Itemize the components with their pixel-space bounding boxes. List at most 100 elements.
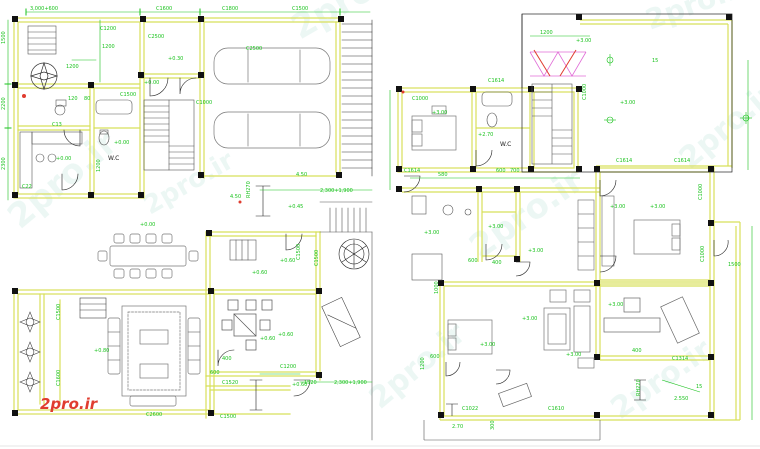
svg-text:+0.30: +0.30 — [168, 56, 183, 62]
svg-text:C1000: C1000 — [700, 246, 706, 262]
left-plan: 3,000+600 C1800 C1600 C1500 1500 2200 23… — [1, 6, 373, 441]
svg-text:C1200: C1200 — [280, 364, 296, 370]
svg-text:+3.00: +3.00 — [424, 230, 439, 236]
dim-text: 3,000+600 — [30, 6, 58, 12]
skylight-diagonals — [533, 49, 577, 77]
svg-text:+3.00: +3.00 — [488, 224, 503, 230]
room-labels-left: W.C — [108, 155, 119, 162]
right-plan: C1000 C1614 +3.00 15 1200 +3.00 C1000 C1… — [389, 13, 753, 441]
axis-markers-left — [22, 94, 242, 204]
svg-text:C1800: C1800 — [222, 6, 238, 12]
svg-text:C1022: C1022 — [462, 406, 478, 412]
svg-text:C1610: C1610 — [548, 406, 564, 412]
svg-text:C1614: C1614 — [616, 158, 632, 164]
bathroom-left — [54, 99, 133, 146]
door-swings-left — [61, 77, 311, 411]
wardrobe — [577, 195, 615, 271]
svg-text:C2600: C2600 — [146, 412, 162, 418]
sofa-set-right — [543, 289, 595, 369]
left-walls — [13, 17, 341, 419]
stairs-right — [531, 83, 573, 165]
dim-text: 2,300+1,900 — [320, 188, 353, 194]
svg-text:C1200: C1200 — [100, 26, 116, 32]
dim-text: 1200 — [96, 159, 102, 172]
svg-text:C13: C13 — [52, 122, 62, 128]
svg-text:+3.00: +3.00 — [480, 342, 495, 348]
dim-text: 1200 — [420, 357, 426, 370]
svg-text:C1600: C1600 — [156, 6, 172, 12]
plant-icon — [19, 297, 107, 393]
svg-text:+0.00: +0.00 — [140, 222, 155, 228]
svg-text:C1000: C1000 — [412, 96, 428, 102]
svg-text:C1500: C1500 — [120, 92, 136, 98]
svg-text:+3.00: +3.00 — [608, 302, 623, 308]
dim-text: 400 — [632, 348, 642, 354]
svg-text:C1000: C1000 — [582, 84, 588, 100]
dimension-ticks-left — [4, 8, 341, 129]
svg-text:2.70: 2.70 — [452, 424, 463, 430]
svg-text:C1600: C1600 — [56, 370, 62, 386]
stairs-left — [143, 99, 195, 171]
brand-logo: 2pro.ir — [40, 395, 98, 413]
svg-text:2.550: 2.550 — [674, 396, 688, 402]
svg-text:+0.60: +0.60 — [292, 382, 307, 388]
entry-steps — [411, 253, 601, 441]
dim-text: 600 — [210, 370, 220, 376]
svg-text:4.50: 4.50 — [230, 194, 241, 200]
door-swings-right — [403, 149, 729, 416]
tree-icon — [338, 238, 370, 270]
room-labels-right: W.C — [500, 141, 511, 148]
svg-text:+0.45: +0.45 — [288, 204, 303, 210]
watermark: 2pro.ir — [0, 123, 125, 237]
svg-text:+3.00: +3.00 — [610, 204, 625, 210]
svg-text:+3.00: +3.00 — [566, 352, 581, 358]
bed-icon — [411, 105, 681, 355]
dim-text: 15 — [696, 384, 702, 390]
svg-text:2300: 2300 — [1, 157, 7, 170]
kitchen-counter — [19, 131, 83, 189]
dim-text: 15 — [652, 58, 658, 64]
svg-text:1200: 1200 — [66, 64, 79, 70]
svg-text:C1500: C1500 — [292, 6, 308, 12]
svg-text:C1500: C1500 — [296, 244, 302, 260]
dining-table — [97, 233, 199, 279]
svg-text:2200: 2200 — [1, 97, 7, 110]
svg-text:+0.00: +0.00 — [144, 80, 159, 86]
svg-text:C1500: C1500 — [314, 250, 320, 266]
living-room-furniture — [107, 305, 201, 407]
dimension-lines-left — [7, 11, 373, 383]
dim-text: 700 — [510, 168, 520, 174]
dim-text: 2,300+1,900 — [334, 380, 367, 386]
svg-text:C1614: C1614 — [674, 158, 690, 164]
svg-text:C22: C22 — [22, 184, 32, 190]
plant-icon — [29, 61, 59, 91]
svg-text:+3.00: +3.00 — [576, 38, 591, 44]
right-columns — [396, 14, 732, 418]
dim-text: 400 — [492, 260, 502, 266]
svg-text:+0.60: +0.60 — [278, 332, 293, 338]
wc-label: W.C — [500, 141, 511, 148]
svg-text:+3.00: +3.00 — [528, 248, 543, 254]
svg-text:C1500: C1500 — [220, 414, 236, 420]
wc-label: W.C — [108, 155, 119, 162]
skylight — [529, 51, 587, 77]
svg-text:1500: 1500 — [1, 31, 7, 44]
lounge-furniture — [498, 296, 700, 408]
dim-text: 120 — [68, 96, 78, 102]
dim-text: 300 — [490, 420, 496, 430]
svg-text:4.50: 4.50 — [296, 172, 307, 178]
svg-text:+3.00: +3.00 — [650, 204, 665, 210]
svg-text:RH220: RH220 — [636, 379, 642, 396]
dim-text: 580 — [438, 172, 448, 178]
steps-right — [319, 201, 373, 441]
dim-text: 600 — [496, 168, 506, 174]
stairs-lower — [229, 239, 257, 261]
dim-text: 400 — [222, 356, 232, 362]
dim-text: 600 — [468, 258, 478, 264]
dim-text: 80 — [84, 96, 90, 102]
svg-text:C1500: C1500 — [56, 304, 62, 320]
dim-text: 1500 — [728, 262, 741, 268]
bench — [321, 297, 361, 347]
svg-text:+3.00: +3.00 — [620, 100, 635, 106]
